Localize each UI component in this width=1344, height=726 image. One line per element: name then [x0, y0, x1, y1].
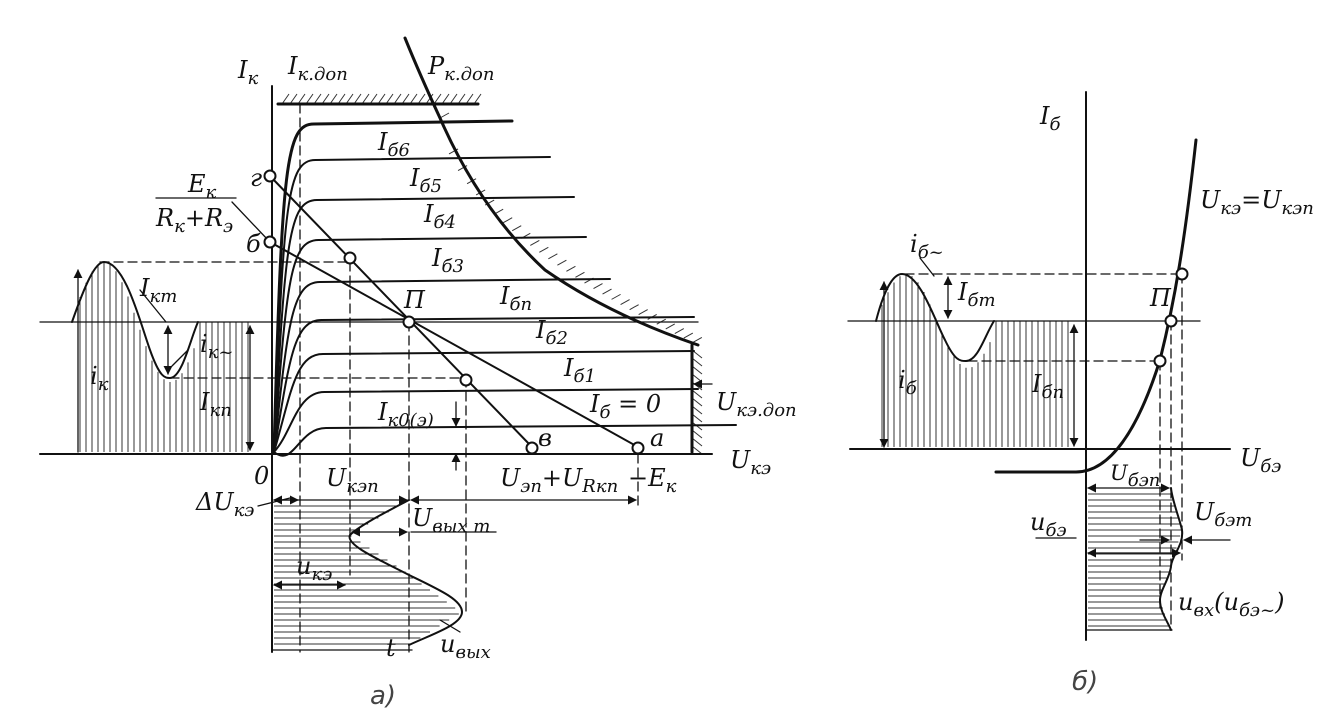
- ic-axis-label: Iк: [237, 56, 258, 89]
- uke-waveform: [348, 499, 463, 646]
- curve-label-5: Iб2: [535, 316, 568, 349]
- dc-load-line: [269, 241, 639, 448]
- ik-dop-label: Iк.доп: [287, 52, 348, 85]
- uin-label: uвх(uбэ~): [1178, 588, 1284, 621]
- ube-t-label: uбэ: [1030, 508, 1067, 541]
- ikm-leader: [139, 289, 167, 323]
- ubep-label: Uбэп: [1110, 461, 1160, 491]
- ubem-label: Uбэm: [1194, 498, 1252, 531]
- output-curve-6: [273, 350, 695, 453]
- neg-ek-label: −Eк: [628, 464, 677, 497]
- pk-dop-curve: [403, 36, 700, 347]
- point-a-label: а: [650, 424, 664, 452]
- point-b-label: б: [246, 230, 261, 258]
- curve-label-7: Iб = 0: [589, 390, 661, 423]
- ib-label: iб: [898, 366, 918, 399]
- ek-denominator: Rк+Rэ: [155, 204, 233, 237]
- pk-dop-hatch: [439, 112, 703, 343]
- point-ib-min: [1153, 354, 1167, 368]
- u-out-m-label: Uвых m: [412, 504, 490, 537]
- ac-load-line: [269, 175, 533, 448]
- ikp-label: Iкп: [199, 388, 232, 421]
- ib-axis-label: Iб: [1039, 102, 1061, 135]
- point-min: [459, 373, 473, 387]
- ue-rk-label: Uэп+URкп: [500, 464, 618, 497]
- ibp-label: Iбп: [1031, 370, 1064, 403]
- output-curve-8: [273, 424, 737, 457]
- output-curve-0: [272, 119, 514, 454]
- output-curve-7: [273, 388, 699, 453]
- curve-label-0: Iб6: [377, 128, 410, 161]
- ik-dop-hatch: [281, 93, 482, 105]
- delta-u-label: ΔUкэ: [195, 488, 254, 521]
- ube-wave-hatch: [1088, 493, 1182, 627]
- point-a: [631, 441, 645, 455]
- output-curve-5: [273, 316, 695, 453]
- u-out-label: uвых: [440, 630, 491, 663]
- ube-axis-label: Uбэ: [1240, 444, 1281, 477]
- time-label: t: [386, 634, 396, 662]
- ibm-label: Iбm: [957, 278, 996, 311]
- ik-ac-leader: [171, 349, 189, 367]
- uke-axis-label: Uкэ: [730, 446, 771, 479]
- ukep-label: Uкэп: [326, 464, 379, 497]
- point-g: [263, 169, 277, 183]
- ek-leader: [231, 201, 269, 241]
- point-v-label: в: [538, 424, 552, 452]
- output-characteristics: [272, 119, 737, 457]
- ik-waveform: [71, 261, 199, 379]
- point-p: [402, 315, 416, 329]
- curve-label-2: Iб4: [423, 200, 456, 233]
- output-curve-2: [273, 196, 575, 453]
- point-p-label: П: [403, 286, 426, 314]
- caption-a: а): [370, 681, 396, 711]
- pk-dop-label: Pк.доп: [427, 52, 494, 85]
- output-curve-4: [273, 278, 611, 453]
- curve-label-1: Iб5: [409, 164, 442, 197]
- uke-t-label: uкэ: [296, 552, 332, 585]
- point-g-label: г: [250, 164, 262, 192]
- ikm-label: Iкm: [139, 274, 177, 307]
- caption-b: б): [1072, 667, 1098, 697]
- output-curve-3: [273, 236, 587, 453]
- ik-label: iк: [90, 362, 109, 395]
- ik0-label: Iк0(э): [377, 398, 434, 431]
- left-panel: Iк Iк.доп Pк.доп Uкэ.доп Uкэ 0 Eк Rк+Rэ …: [39, 36, 797, 711]
- point-p-right-label: П: [1149, 284, 1172, 312]
- right-panel: Iб Uбэ Uкэ=Uкэп П iб~ Iбm iб Iбп Uбэп Uб…: [847, 91, 1314, 697]
- ik-ac-label: iк~: [200, 330, 234, 363]
- point-b: [263, 235, 277, 249]
- ib-ac-leader: [919, 257, 935, 277]
- ek-numerator: Eк: [187, 170, 217, 203]
- curve-label-uke: Uкэ=Uкэп: [1200, 186, 1314, 219]
- curve-label-4: Iбп: [499, 282, 532, 315]
- curve-label-3: Iб3: [431, 244, 464, 277]
- delta-u-leader: [257, 497, 291, 507]
- origin-label: 0: [254, 462, 269, 490]
- uke-wave-hatch: [274, 505, 459, 645]
- ib-ac-label: iб~: [910, 230, 944, 263]
- ube-waveform: [1159, 487, 1184, 631]
- point-ib-p: [1164, 314, 1178, 328]
- output-curve-1: [273, 156, 551, 453]
- uke-dop-label: Uкэ.доп: [716, 388, 797, 421]
- u-out-leader: [439, 619, 461, 633]
- point-ib-max: [1175, 267, 1189, 281]
- point-max: [343, 251, 357, 265]
- ib-waveform: [875, 273, 995, 362]
- curve-label-6: Iб1: [563, 354, 596, 387]
- point-v: [525, 441, 539, 455]
